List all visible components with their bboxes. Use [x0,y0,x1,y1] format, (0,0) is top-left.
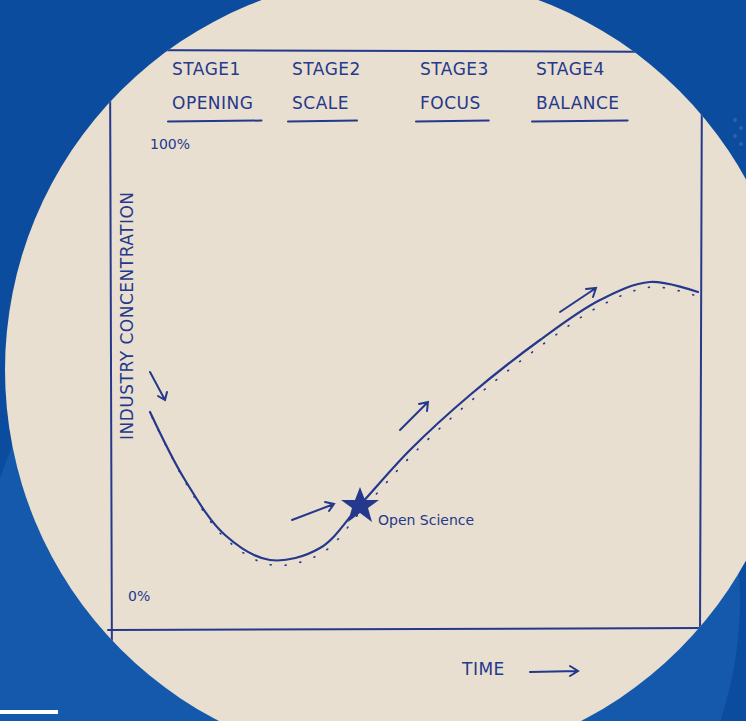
pen-arrow [292,502,334,520]
x-axis [108,628,704,630]
chart-label: Open Science [378,512,474,528]
chart-label: 100% [150,136,190,152]
stage-underline [532,121,628,122]
chart-label: TIME [462,660,505,680]
chart-label: STAGE4 [536,60,605,80]
chart-label: STAGE1 [172,60,241,80]
pen-arrow [560,288,596,312]
frame-top [110,50,702,52]
chart-label: FOCUS [420,94,481,114]
stage-underline [168,121,262,122]
pen-arrow [400,402,428,430]
dotted-trace [152,287,700,566]
y-axis [110,50,112,680]
stage-underline [288,121,357,122]
axis-title: INDUSTRY CONCENTRATION [118,191,138,440]
stage-underline [416,121,489,122]
frame-right [700,52,702,640]
chart-label: STAGE3 [420,60,489,80]
paper-photo [5,0,746,721]
pen-arrow [150,372,167,400]
chart-label: SCALE [292,94,349,114]
chart-label: OPENING [172,94,254,114]
chart-label: STAGE2 [292,60,361,80]
concentration-curve [150,282,698,561]
chart-label: 0% [128,588,150,604]
hand-drawn-frame [108,50,704,680]
open-science-star [341,487,379,522]
chart-label: BALANCE [536,94,620,114]
accent-bar [0,710,58,714]
time-arrow [530,666,578,676]
